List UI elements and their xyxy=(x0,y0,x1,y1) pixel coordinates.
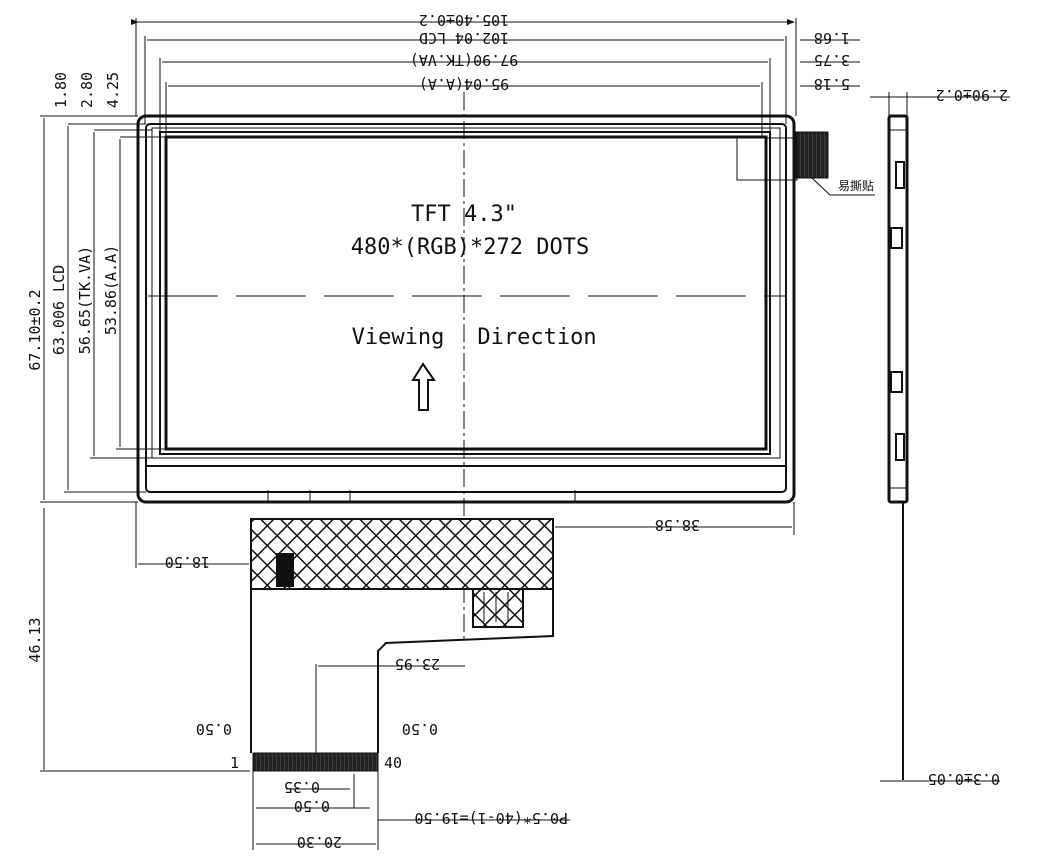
side-profile xyxy=(887,114,909,504)
fpc-component xyxy=(276,553,294,587)
display-size-label: TFT 4.3" xyxy=(411,202,517,227)
dim-aa-width: 95.04(A.A) xyxy=(419,75,509,93)
dim-tk-va-height: 56.65(TK.VA) xyxy=(76,246,94,354)
dim-pin-width: 0.35 xyxy=(284,778,320,796)
dim-top-offset-1: 1.80 xyxy=(52,72,70,108)
fpc-gold-fingers xyxy=(252,752,379,772)
resolution-label: 480*(RGB)*272 DOTS xyxy=(351,235,589,260)
fpc-dimensions: 18.50 38.58 46.13 23.95 0.50 0.50 0.35 0… xyxy=(26,502,795,851)
viewing-direction-arrow-icon xyxy=(411,362,436,411)
outline-active-area xyxy=(164,135,768,451)
viewing-label: Viewing xyxy=(352,325,445,350)
fpc-connector-block xyxy=(472,588,524,628)
fpc-stiffener xyxy=(250,518,554,590)
dim-right-offset-1: 1.68 xyxy=(814,29,850,47)
dim-fpc-thickness: 0.3±0.05 xyxy=(928,770,1000,788)
fpc: 1 40 xyxy=(230,518,554,772)
direction-label: Direction xyxy=(477,325,596,350)
pin-last-label: 40 xyxy=(384,754,402,772)
pin-first-label: 1 xyxy=(230,754,239,772)
outline-tk-va-inner xyxy=(159,131,771,455)
dim-fpc-length: 46.13 xyxy=(26,617,44,662)
dim-aa-height: 53.86(A.A) xyxy=(102,245,120,335)
easy-peel-label: 易撕贴 xyxy=(838,179,874,193)
top-dimensions: 105.40±0.2 102.04 LCD 97.90(TK.VA) 95.04… xyxy=(131,11,860,137)
dim-lcd-width: 102.04 LCD xyxy=(419,29,509,47)
front-view: 易撕贴 TFT 4.3" 480*(RGB)*272 DOTS Viewing … xyxy=(136,92,875,640)
dim-overall-width: 105.40±0.2 xyxy=(419,11,509,29)
dim-top-offset-2: 2.80 xyxy=(78,72,96,108)
dim-lcd-height: 63.006 LCD xyxy=(50,265,68,355)
dim-fpc-right-offset: 38.58 xyxy=(655,516,700,534)
side-view: 2.90±0.2 0.3±0.05 xyxy=(870,86,1010,788)
dim-fpc-tail-offset: 23.95 xyxy=(395,655,440,673)
dim-top-offset-3: 4.25 xyxy=(104,72,122,108)
outline-tk-va xyxy=(151,127,781,459)
left-dimensions: 67.10±0.2 63.006 LCD 56.65(TK.VA) 53.86(… xyxy=(26,72,166,503)
dim-overall-height: 67.10±0.2 xyxy=(26,289,44,370)
easy-peel-tab xyxy=(795,131,829,179)
dim-right-offset-3: 5.18 xyxy=(814,75,850,93)
dim-fpc-left-offset: 18.50 xyxy=(165,553,210,571)
dim-pitch-formula: P0.5*(40-1)=19.50 xyxy=(414,809,568,827)
dim-tk-va-width: 97.90(TK.VA) xyxy=(410,51,518,69)
dim-side-thickness: 2.90±0.2 xyxy=(936,86,1008,104)
dim-pin-gap: 0.50 xyxy=(294,797,330,815)
outline-lcd xyxy=(145,123,787,493)
dim-fpc-edge-right: 0.50 xyxy=(402,720,438,738)
dim-fpc-tail-width: 20.30 xyxy=(297,833,342,851)
dim-right-offset-2: 3.75 xyxy=(814,51,850,69)
outline-overall xyxy=(136,114,796,504)
dim-fpc-edge-left: 0.50 xyxy=(196,720,232,738)
